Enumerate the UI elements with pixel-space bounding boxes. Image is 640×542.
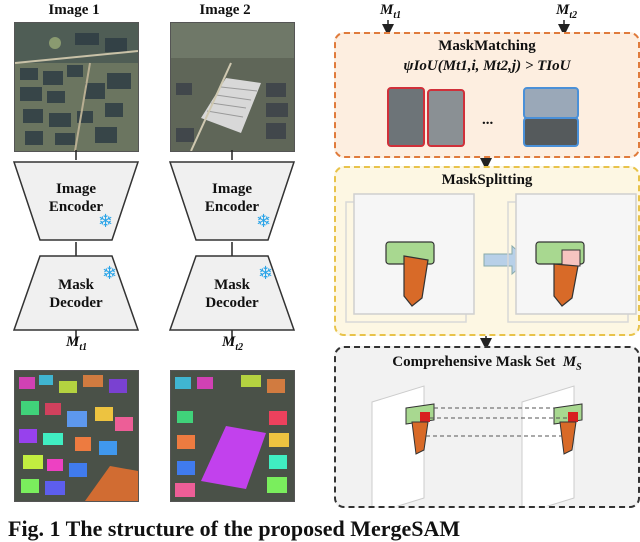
input-mask-t2-label: Mt2 [556, 2, 578, 21]
input-mask-t1-label: Mt1 [380, 2, 402, 21]
snowflake-icon: ❄ [98, 211, 114, 231]
ellipsis: ... [482, 112, 494, 128]
mask-output-t2-label: Mt2 [222, 334, 244, 353]
image1-title: Image 1 [48, 2, 100, 18]
matched-mask-pairs [387, 87, 579, 147]
satellite-image-2 [170, 22, 295, 152]
mask-decoder-1 [12, 255, 140, 331]
snowflake-icon: ❄ [256, 211, 272, 231]
image-encoder-2 [168, 161, 296, 241]
image-encoder-1 [12, 161, 140, 241]
snowflake-icon: ❄ [258, 263, 274, 283]
mask-set-title: Comprehensive Mask Set MS [392, 354, 582, 373]
mask-output-t1-label: Mt1 [66, 334, 88, 353]
segmented-mask-image-1 [14, 370, 139, 502]
figure-caption: Fig. 1 The structure of the proposed Mer… [8, 516, 461, 541]
mask-splitting-panel: MaskSplitting [334, 166, 640, 336]
mask-matching-title: MaskMatching [438, 38, 536, 54]
mask-set-illustration [371, 385, 583, 506]
iou-formula: ψIoU(Mt1,i, Mt2,j) > TIoU [403, 58, 571, 74]
mask-splitting-illustration [345, 193, 637, 323]
mask-decoder-2 [168, 255, 296, 331]
mask-matching-panel: MaskMatching ψIoU(Mt1,i, Mt2,j) > TIoU .… [334, 32, 640, 158]
mask-set-panel: Comprehensive Mask Set MS [334, 346, 640, 508]
image2-title: Image 2 [199, 2, 251, 18]
satellite-image-1 [14, 22, 139, 152]
left-flow-arrows [12, 150, 296, 345]
segmented-mask-image-2 [170, 370, 295, 502]
mask-splitting-title: MaskSplitting [441, 172, 533, 188]
snowflake-icon: ❄ [102, 263, 118, 283]
